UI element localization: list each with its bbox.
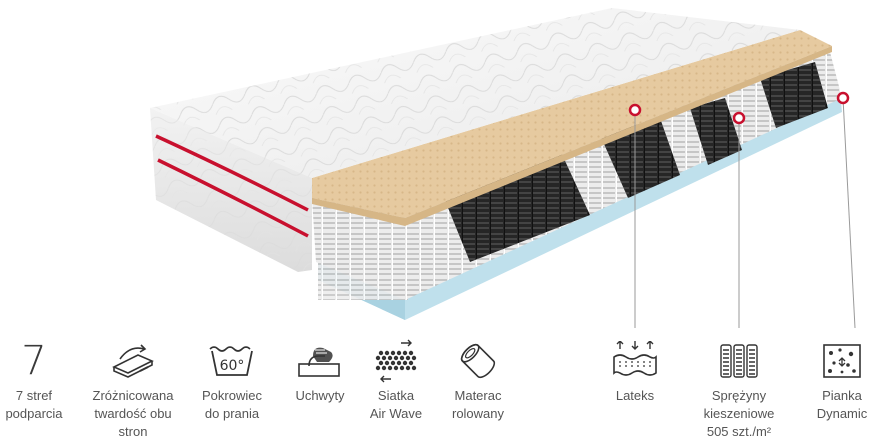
wash-60-icon: 60° xyxy=(205,336,259,386)
feature-label: Pokrowiec do prania xyxy=(202,388,262,421)
feature-label: Materac rolowany xyxy=(451,388,505,421)
callout-markers xyxy=(628,91,856,329)
dynamic-foam-icon xyxy=(815,336,869,386)
svg-text:60°: 60° xyxy=(220,358,245,374)
feature-rolled-mattress: Materac rolowany xyxy=(430,336,526,423)
feature-washable-cover: 60° Pokrowiec do prania xyxy=(184,336,280,423)
feature-pocket-springs: Sprężyny kieszeniowe 505 szt./m² xyxy=(691,336,787,441)
rolled-mattress-icon xyxy=(451,336,505,386)
mattress-cross-section-illustration xyxy=(150,8,856,329)
feature-7-zones: 7 7 stref podparcia xyxy=(0,336,82,423)
feature-label: Pianka Dynamic xyxy=(816,388,868,421)
feature-label: 7 stref podparcia xyxy=(5,388,63,421)
feature-label: Siatka Air Wave xyxy=(369,388,423,421)
feature-latex: Lateks xyxy=(587,336,683,405)
feature-label: Sprężyny kieszeniowe 505 szt./m² xyxy=(703,388,775,439)
feature-handles: Uchwyty xyxy=(272,336,368,405)
red-piping-bottom xyxy=(157,158,309,238)
feature-dynamic-foam: Pianka Dynamic xyxy=(794,336,875,423)
feature-differentiated-firmness: Zróżnicowana twardość obu stron xyxy=(85,336,181,441)
latex-icon xyxy=(608,336,662,386)
feature-label: Uchwyty xyxy=(295,388,345,403)
differentiated-firmness-icon xyxy=(106,336,160,386)
feature-air-wave-mesh: Siatka Air Wave xyxy=(348,336,444,423)
pocket-springs-icon xyxy=(712,336,766,386)
air-wave-mesh-icon xyxy=(369,336,423,386)
feature-label: Lateks xyxy=(615,388,655,403)
red-piping-top xyxy=(155,134,309,212)
feature-label: Zróżnicowana twardość obu stron xyxy=(92,388,174,439)
handles-icon xyxy=(293,336,347,386)
number-seven-icon: 7 xyxy=(21,338,47,384)
